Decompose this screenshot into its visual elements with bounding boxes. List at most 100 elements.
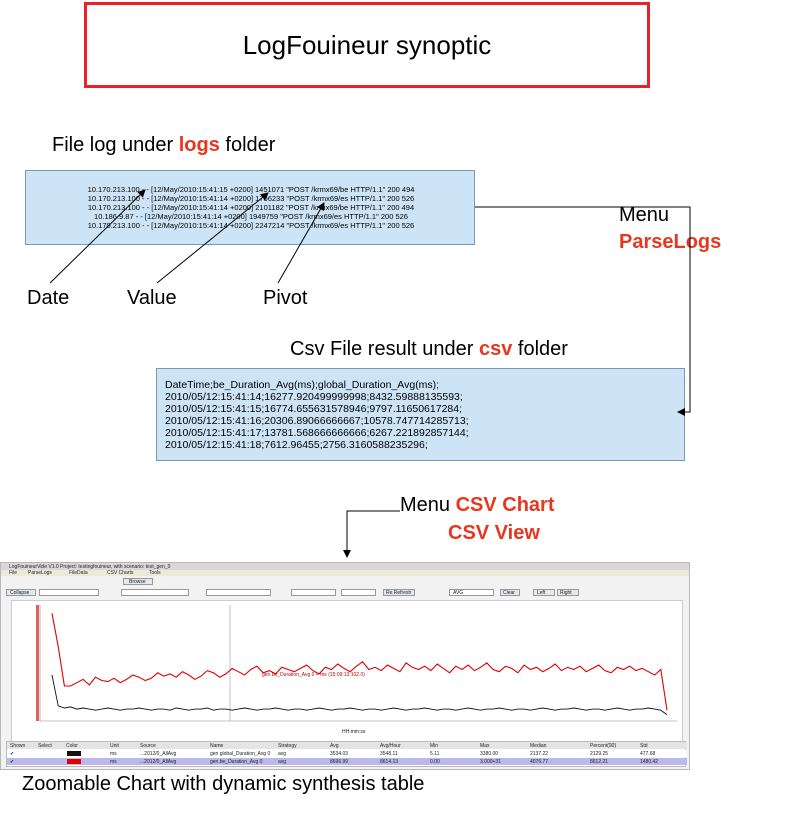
right-button[interactable]: Right (557, 589, 579, 596)
table-cell: ✔ (10, 759, 15, 765)
csv-file-panel: DateTime;be_Duration_Avg(ms);global_Dura… (156, 368, 685, 461)
table-header-cell[interactable]: Percent(90) (590, 743, 617, 749)
csv-line: 2010/05/12:15:41:16;20306.89066666667;10… (165, 415, 469, 427)
step-field[interactable] (291, 589, 336, 596)
csv-heading-suffix: folder (512, 338, 568, 360)
menu-csv-view: CSV View (448, 522, 540, 544)
csvchart-arrow (343, 510, 400, 558)
table-cell: 1480.42 (640, 759, 659, 765)
clear-button[interactable]: Clear (500, 589, 520, 596)
pivot-label: Pivot (263, 287, 308, 309)
refresh-label: Re Refresh (386, 590, 412, 596)
log-line: 10.170.213.100 - - [12/May/2010:15:41:15… (87, 185, 415, 194)
menu-csv-line: Menu CSV Chart (400, 494, 555, 517)
table-cell: ...2012/0_AllAvg (140, 751, 177, 757)
table-cell: ✔ (10, 751, 15, 757)
menu-file[interactable]: File (9, 570, 18, 576)
series-color-swatch[interactable] (67, 759, 81, 764)
title-box: LogFouineur synoptic (84, 2, 650, 88)
table-cell: 477.68 (640, 751, 656, 757)
table-header-cell[interactable]: Color (66, 743, 78, 749)
table-cell: 2129.25 (590, 751, 609, 757)
clear-label: Clear (503, 590, 515, 596)
app-titlebar: LogFouineurVide V1.0 Project: testingfou… (1, 563, 689, 570)
x-axis-label: HH:mm:ss (342, 729, 366, 735)
log-line: 10.186.9.87 - - [12/May/2010:15:41:14 +0… (94, 212, 408, 221)
log-line: 10.170.213.100 - - [12/May/2010:15:41:14… (87, 194, 415, 203)
refresh-button[interactable]: Re Refresh (383, 589, 415, 596)
date-field-start[interactable] (39, 589, 99, 596)
table-header-cell[interactable]: Avg/Hour (380, 743, 401, 749)
menu-csv-prefix: Menu (400, 494, 456, 516)
date-arrow (49, 189, 146, 284)
browse-button[interactable]: Browse (123, 578, 153, 585)
chart-area[interactable]: gen.be_Duration_Avg 0 = ms (15:09:13:102… (11, 600, 683, 750)
synthesis-table: Shown Select Color Unit Source Name Strategy Av… (6, 741, 687, 767)
table-header: Shown Select Color Unit Source Name Strategy Av… (7, 742, 687, 749)
log-heading-highlight: logs (178, 134, 220, 156)
menu-parselogs[interactable]: ParseLogs (28, 570, 52, 576)
strategy-value: AVG (453, 590, 464, 596)
y-axis-marker (36, 605, 39, 721)
table-cell: 2137.22 (530, 751, 549, 757)
collapse-label: Collapse (10, 590, 30, 596)
parselogs-arrow (475, 206, 691, 416)
menu-tools[interactable]: Tools (149, 570, 161, 576)
table-cell: 3380.00 (480, 751, 499, 757)
log-heading-suffix: folder (219, 134, 276, 156)
table-cell: ms (110, 751, 117, 757)
table-cell: 3534.03 (330, 751, 349, 757)
menu-parse-prefix: Menu (619, 204, 670, 226)
log-heading-prefix: File log under (52, 134, 179, 156)
table-header-cell[interactable]: Source (140, 743, 156, 749)
series-group (51, 613, 668, 715)
chart-svg: gen.be_Duration_Avg 0 = ms (15:09:13:102… (36, 605, 677, 735)
menu-csv-charts[interactable]: CSV Charts (107, 570, 134, 576)
table-header-cell[interactable]: Median (530, 743, 547, 749)
verticality-select[interactable] (121, 589, 189, 596)
table-cell: avg (278, 751, 287, 757)
series-line-1 (51, 674, 668, 715)
series-color-swatch[interactable] (67, 751, 81, 756)
table-cell: 3.000+31 (480, 759, 501, 765)
log-file-panel: 10.170.213.100 - - [12/May/2010:15:41:15… (25, 170, 475, 245)
strategy-select[interactable]: AVG (449, 589, 494, 596)
menu-filedata[interactable]: FileData (69, 570, 88, 576)
table-header-cell[interactable]: Name (210, 743, 224, 749)
table-header-cell[interactable]: Select (38, 743, 52, 749)
step-unit-select[interactable] (341, 589, 376, 596)
log-line: 10.170.213.100 - - [12/May/2010:15:41:14… (87, 203, 415, 212)
max-points-field[interactable] (206, 589, 271, 596)
left-button[interactable]: Left (533, 589, 555, 596)
csv-line: 2010/05/12:15:41:17;13781.568666666666;6… (165, 427, 469, 439)
csv-heading-prefix: Csv File result under (290, 338, 479, 360)
table-cell: 5.11 (430, 751, 440, 757)
table-header-cell[interactable]: Max (480, 743, 490, 749)
app-menubar: File ParseLogs FileData CSV Charts Tools (1, 570, 689, 576)
app-window: LogFouineurVide V1.0 Project: testingfou… (0, 562, 690, 770)
table-cell: 8696.99 (330, 759, 349, 765)
table-header-cell[interactable]: Std (640, 743, 648, 749)
right-label: Right (560, 590, 572, 596)
collapse-button[interactable]: Collapse (6, 589, 36, 596)
left-label: Left (537, 590, 546, 596)
table-header-cell[interactable]: Avg (330, 743, 339, 749)
browse-label: Browse (129, 579, 146, 585)
table-cell: 8614.13 (380, 759, 399, 765)
csv-line: 2010/05/12:15:41:15;16774.655631578946;9… (165, 403, 463, 415)
table-cell: gen.be_Duration_Avg 0 (210, 759, 263, 765)
table-cell: avg (278, 759, 287, 765)
table-cell: ...2012/0_AllAvg (140, 759, 177, 765)
table-header-cell[interactable]: Min (430, 743, 439, 749)
chart-annotation: gen.be_Duration_Avg 0 = ms (15:09:13:102… (262, 672, 365, 678)
caption: Zoomable Chart with dynamic synthesis ta… (22, 773, 425, 795)
menu-parse-name: ParseLogs (619, 231, 722, 253)
csv-heading-highlight: csv (478, 338, 513, 360)
table-header-cell[interactable]: Shown (10, 743, 26, 749)
table-header-cell[interactable]: Unit (110, 743, 119, 749)
csv-line: 2010/05/12:15:41:14;16277.920499999998;8… (165, 391, 463, 403)
table-header-cell[interactable]: Strategy (278, 743, 297, 749)
